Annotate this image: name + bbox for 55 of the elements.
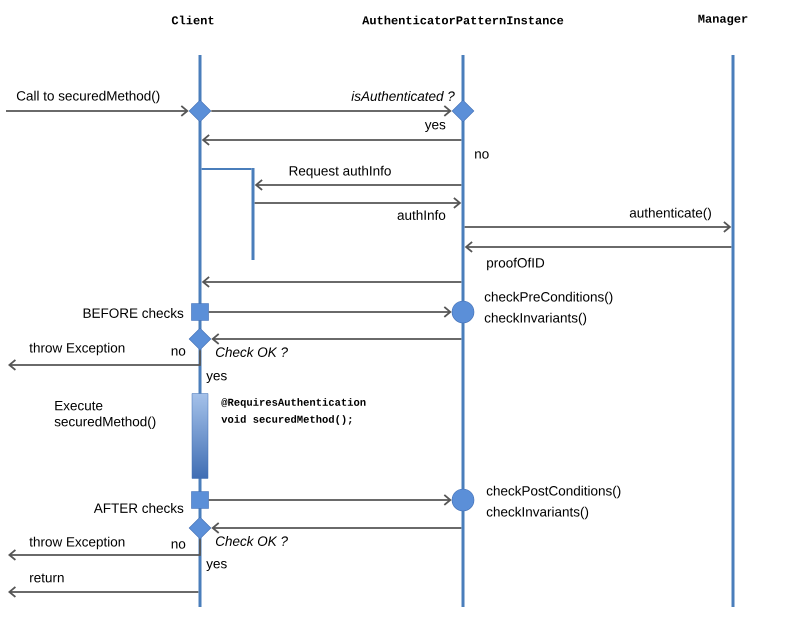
arrow xyxy=(8,539,201,561)
decision-diamond xyxy=(452,100,474,122)
sub-lifeline xyxy=(252,168,254,260)
arrow xyxy=(202,276,462,288)
node-caption: checkInvariants() xyxy=(484,312,586,326)
edge-label: Request authInfo xyxy=(290,166,391,178)
arrow xyxy=(8,586,198,598)
code-line: void securedMethod(); xyxy=(221,415,352,425)
decision-diamond xyxy=(188,100,212,122)
decision-diamond xyxy=(188,516,212,540)
arrow xyxy=(211,105,452,117)
node-caption: isAuthenticated ? xyxy=(351,91,455,101)
arrow xyxy=(254,179,462,191)
edge-label: authenticate() xyxy=(630,208,711,220)
arrow xyxy=(211,333,462,345)
arrow xyxy=(208,306,452,318)
node-caption: checkPostConditions() xyxy=(486,486,620,498)
edge-label: throw Exception xyxy=(29,342,124,356)
edge-label: yes xyxy=(424,122,446,132)
node-caption: checkPreConditions() xyxy=(484,292,612,304)
arrow xyxy=(6,105,189,117)
node-label: Client xyxy=(172,16,214,24)
arrow xyxy=(464,241,732,253)
check-circle xyxy=(452,300,474,324)
arrow xyxy=(202,134,462,146)
node-caption: no xyxy=(172,541,186,549)
node-caption: Execute securedMethod() xyxy=(54,400,156,430)
check-circle xyxy=(452,488,474,512)
node-caption: Check OK ? xyxy=(216,536,288,546)
edge-label: proofOfID xyxy=(487,258,544,270)
check-square xyxy=(191,491,209,509)
branch-label: yes xyxy=(206,372,227,384)
arrow xyxy=(211,522,462,534)
decision-diamond xyxy=(188,328,212,350)
node-caption: BEFORE checks xyxy=(84,308,184,318)
node-label: Manager xyxy=(698,14,748,26)
arrow xyxy=(208,494,452,506)
arrow xyxy=(254,197,462,209)
edge-label: authInfo xyxy=(398,210,446,220)
node-caption: no xyxy=(172,348,186,356)
activation-bar xyxy=(192,393,208,479)
branch-label: yes xyxy=(206,560,227,572)
arrow xyxy=(464,221,732,233)
arrow xyxy=(8,350,201,371)
node-label: AuthenticatorPatternInstance xyxy=(362,16,564,24)
edge-label: throw Exception xyxy=(29,536,124,550)
check-square xyxy=(191,303,209,321)
node-caption: AFTER checks xyxy=(94,503,184,513)
node-caption: checkInvariants() xyxy=(486,506,588,520)
code-line: @RequiresAuthentication xyxy=(221,398,366,408)
edge-label: Call to securedMethod() xyxy=(16,90,160,104)
edge-label: return xyxy=(30,574,64,582)
connector-line xyxy=(202,168,252,170)
branch-label: no xyxy=(475,151,489,159)
node-caption: Check OK ? xyxy=(216,347,288,357)
